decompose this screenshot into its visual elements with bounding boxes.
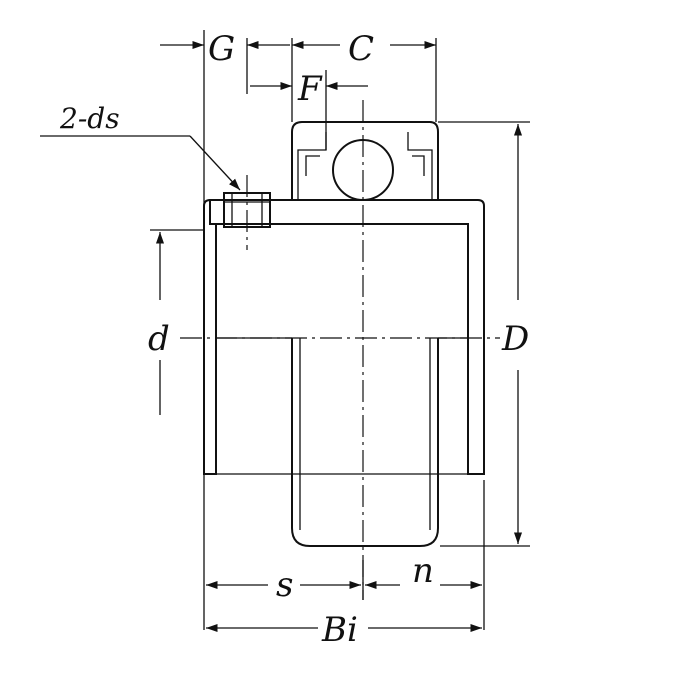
label-f: F [297, 69, 323, 109]
label-d: d [148, 319, 170, 359]
center-lines [180, 100, 500, 600]
label-c: C [348, 29, 374, 69]
dimension-labels: G C F 2-ds d D s n Bi [59, 29, 529, 650]
label-D: D [501, 319, 529, 359]
outer-ring [203, 199, 485, 475]
label-s: s [276, 565, 293, 605]
label-n: n [412, 551, 434, 591]
extension-lines [150, 30, 530, 630]
inner-ring [216, 337, 468, 547]
label-bi: Bi [321, 610, 358, 650]
bearing-insert-top [291, 121, 439, 200]
dimension-lines [40, 40, 523, 633]
label-2-ds: 2-ds [59, 102, 120, 135]
label-g: G [208, 29, 235, 69]
